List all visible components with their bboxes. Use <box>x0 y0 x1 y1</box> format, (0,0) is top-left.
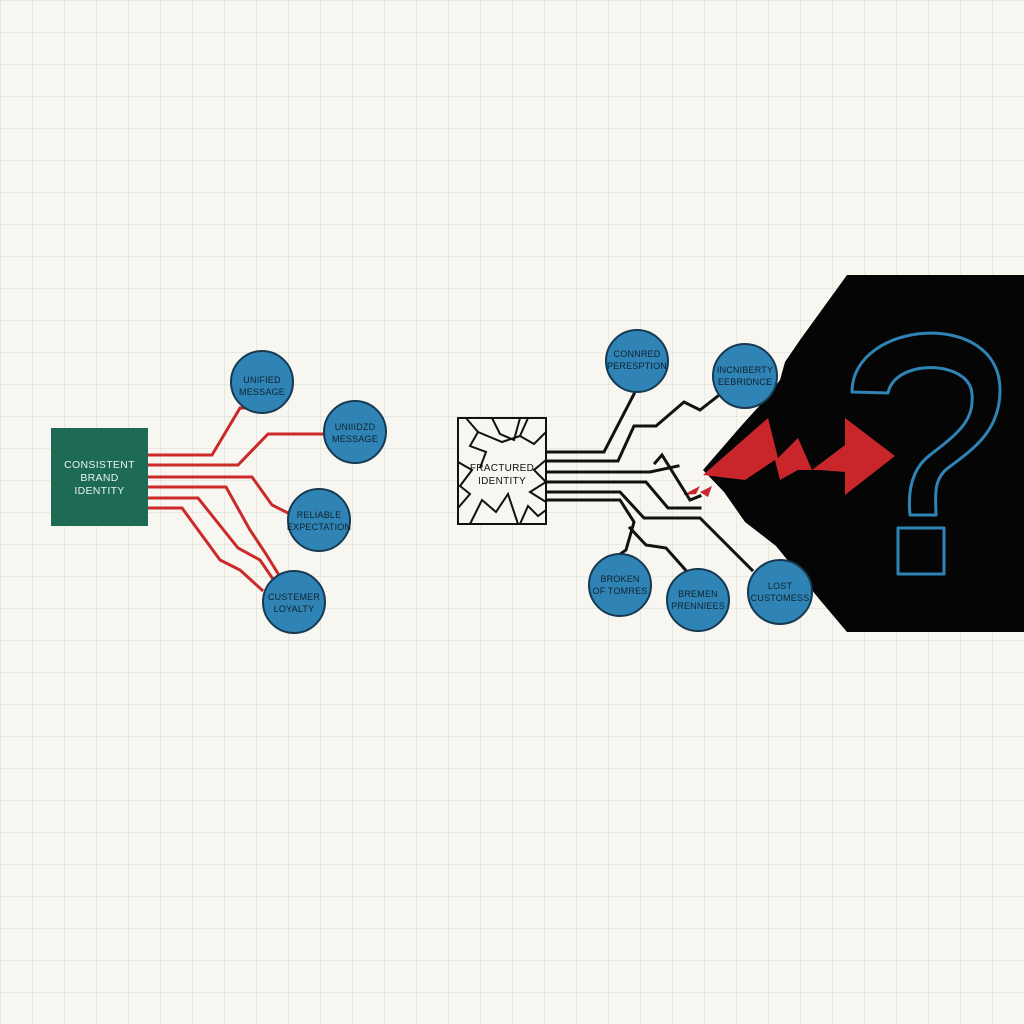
connector-extra-1 <box>146 496 278 585</box>
node-reliable-expectation: RELIABLE EXPECTATION <box>287 488 351 552</box>
connector-broken-promises <box>546 498 636 563</box>
node-label-line-2: CUSTOMESS <box>751 593 810 603</box>
crack-line <box>491 417 521 442</box>
consistent-brand-label-1: CONSISTENT <box>64 459 135 471</box>
consistent-connectors <box>146 406 327 593</box>
question-mark-hook <box>850 331 1002 517</box>
node-label-line-1: UNIIIDZD <box>335 422 376 432</box>
node-circle <box>747 559 813 625</box>
consistent-brand-label-3: IDENTITY <box>74 485 124 497</box>
crack-line <box>465 417 488 469</box>
crack-line <box>457 461 474 509</box>
node-circle <box>666 568 730 632</box>
crack-line <box>469 491 519 525</box>
node-circle <box>588 553 652 617</box>
node-label-line-2: OF TOMRES <box>593 586 648 596</box>
connector-unified-message-2 <box>146 432 327 467</box>
node-label-line-2: PRENNIEES <box>671 601 725 611</box>
node-label-line-2: EXPECTATION <box>287 522 351 532</box>
fractured-connectors <box>546 391 755 578</box>
question-mark-icon <box>850 331 1002 576</box>
node-customer-loyalty: CUSTEMER LOYALTY <box>262 570 326 634</box>
node-label-line-1: LOST <box>768 581 793 591</box>
fractured-identity-label-2: IDENTITY <box>478 476 526 487</box>
connector-unified-message <box>146 406 264 457</box>
bolt-spark-2 <box>700 486 712 497</box>
connector-top-stub <box>652 452 702 502</box>
consistent-brand-label-2: BRAND <box>80 472 118 484</box>
node-inconsistent-experience: INCNIBERTY EEBRIDNCE <box>712 343 778 409</box>
node-label-line-1: INCNIBERTY <box>717 365 773 375</box>
connector-extra-2 <box>146 506 265 593</box>
question-mark-dot <box>896 526 946 576</box>
node-label-line-1: CUSTEMER <box>268 592 320 602</box>
node-label-line-2: EEBRIDNCE <box>718 377 772 387</box>
node-label-line-2: PERESPTION <box>607 361 667 371</box>
connector-inconsistent-experience <box>546 393 721 463</box>
node-label-line-2: MESSAGE <box>239 387 285 397</box>
crack-line <box>518 417 547 446</box>
connector-reliable-expectation <box>146 475 291 516</box>
node-label-line-1: BROKEN <box>600 574 639 584</box>
node-lost-customers: LOST CUSTOMESS <box>747 559 813 625</box>
node-circle <box>287 488 351 552</box>
connector-lost-customers-2 <box>546 490 755 573</box>
fractured-identity-icon <box>457 417 548 525</box>
node-circle <box>323 400 387 464</box>
node-circle <box>230 350 294 414</box>
node-label-line-1: BREMEN <box>678 589 718 599</box>
connector-lost-customers-1 <box>546 480 702 510</box>
connector-confused-perception <box>546 391 637 454</box>
consistent-brand-box <box>51 428 148 526</box>
node-broken-promises-2: BREMEN PRENNIEES <box>666 568 730 632</box>
node-label-line-1: UNIFIED <box>243 375 281 385</box>
node-broken-promises: BROKEN OF TOMRES <box>588 553 652 617</box>
node-circle <box>712 343 778 409</box>
node-label-line-2: LOYALTY <box>274 604 315 614</box>
node-circle <box>605 329 669 393</box>
fractured-identity-label-1: FRACTURED <box>470 463 534 474</box>
node-label-line-2: MESSAGE <box>332 434 378 444</box>
connector-customer-loyalty <box>146 485 285 583</box>
node-confused-perception: CONNRED PERESPTION <box>605 329 669 393</box>
crack-line <box>477 431 521 444</box>
crack-line <box>528 459 548 503</box>
bolt-shape <box>703 418 895 495</box>
node-unified-message-2: UNIIIDZD MESSAGE <box>323 400 387 464</box>
node-label-line-1: CONNRED <box>614 349 661 359</box>
connector-extra-3 <box>546 464 680 474</box>
node-label-line-1: RELIABLE <box>297 510 342 520</box>
node-circle <box>262 570 326 634</box>
node-unified-message: UNIFIED MESSAGE <box>230 350 294 414</box>
crack-line <box>519 504 547 525</box>
